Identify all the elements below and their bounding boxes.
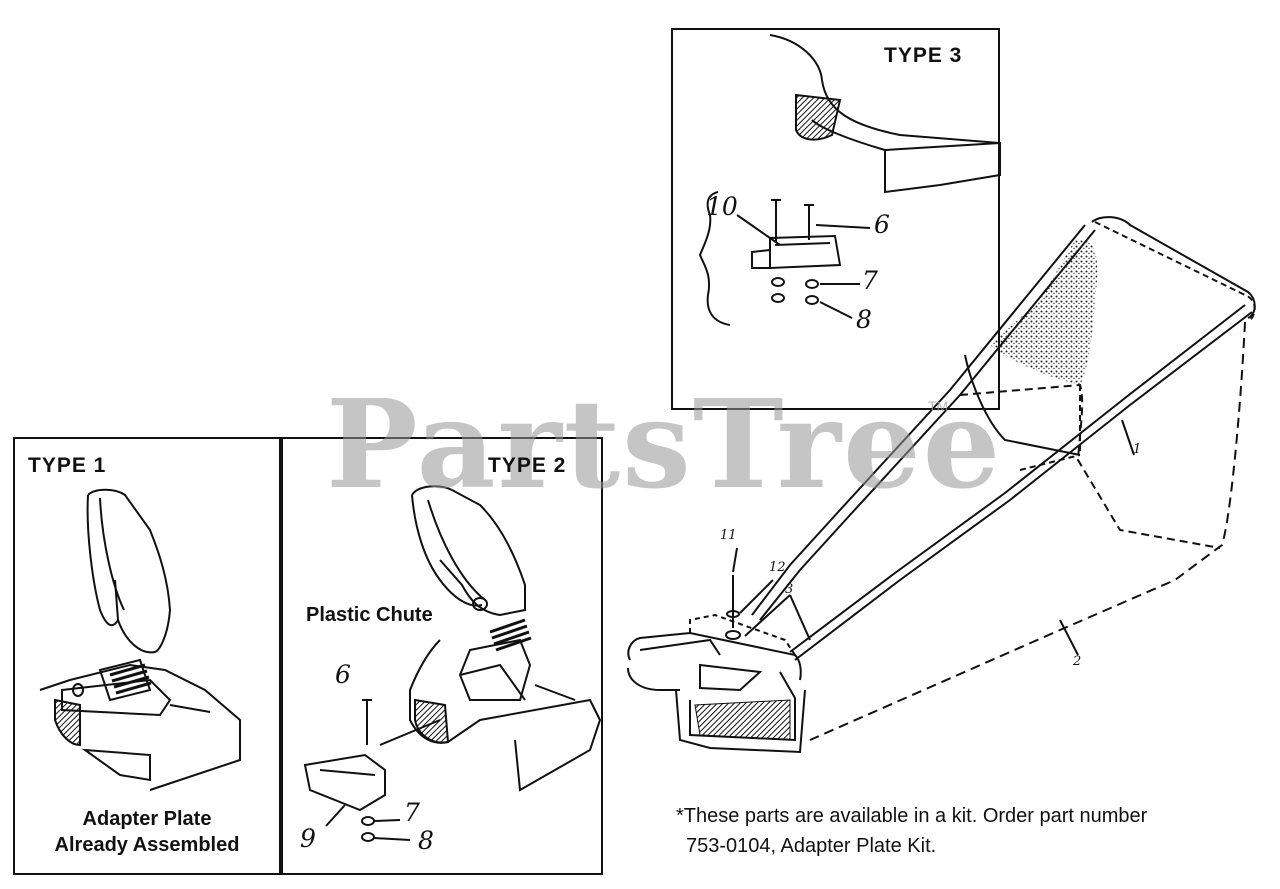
callout-type2-7: 7: [404, 798, 420, 827]
callout-bag-3: 3: [785, 582, 794, 597]
callout-type3-10: 10: [706, 192, 738, 221]
callout-type2-9: 9: [300, 824, 316, 853]
watermark-trademark: TM: [928, 398, 949, 414]
callout-bag-2: 2: [1073, 654, 1082, 669]
type1-label: TYPE 1: [28, 454, 107, 477]
type1-hatched-flap: [54, 698, 81, 747]
grass-bag-artwork: [627, 216, 1256, 754]
callout-type3-8: 8: [856, 305, 872, 334]
type1-artwork: [39, 488, 241, 791]
type2-part-label: Plastic Chute: [306, 604, 433, 626]
type1-coil: [109, 663, 152, 695]
type2-hatched-flap: [414, 698, 450, 744]
callout-bag-12: 12: [769, 560, 786, 575]
type1-panel: [13, 437, 281, 875]
type3-hatched-flap: [795, 93, 842, 141]
bag-opening: [694, 699, 791, 741]
type2-panel: [281, 437, 603, 875]
bag-shading: [990, 239, 1098, 385]
footnote-line1: *These parts are available in a kit. Ord…: [676, 805, 1148, 827]
callout-bag-11: 11: [720, 528, 737, 543]
type1-caption-line1: Adapter Plate: [82, 808, 212, 830]
type3-label: TYPE 3: [884, 44, 963, 67]
callout-type2-6: 6: [335, 660, 351, 689]
type3-panel: [671, 28, 1000, 410]
callout-type3-7: 7: [862, 266, 878, 295]
type3-artwork: [698, 34, 1001, 326]
type1-caption-line2: Already Assembled: [54, 834, 240, 856]
callout-type2-8: 8: [418, 826, 434, 855]
footnote-line2: 753-0104, Adapter Plate Kit.: [686, 835, 937, 857]
type2-label: TYPE 2: [488, 454, 567, 477]
callout-bag-1: 1: [1133, 442, 1142, 457]
type2-coil: [489, 618, 532, 652]
watermark: PartsTree: [326, 372, 1003, 516]
callout-type3-6: 6: [874, 210, 890, 239]
type2-artwork: [303, 485, 602, 842]
